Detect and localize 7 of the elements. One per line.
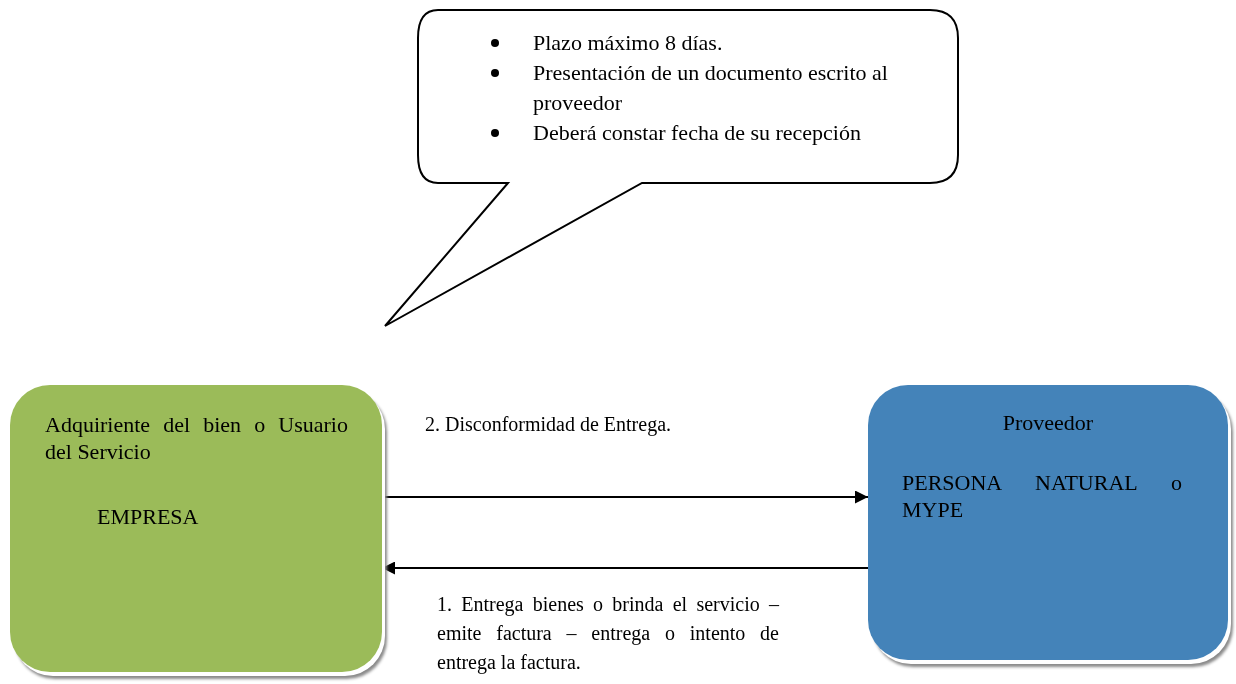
- bullet-text: Deberá constar fecha de su recepción: [533, 120, 861, 145]
- bullet-text: Presentación de un documento escrito al proveedor: [533, 60, 888, 115]
- box-heading: Proveedor: [1001, 409, 1095, 436]
- bullet-text: Plazo máximo 8 días.: [533, 30, 723, 55]
- box-heading: Adquiriente del bien o Usuario del Servicio: [45, 411, 348, 465]
- box-text: PERSONA NATURAL o MYPE: [902, 469, 1182, 523]
- box-text: EMPRESA: [97, 503, 200, 530]
